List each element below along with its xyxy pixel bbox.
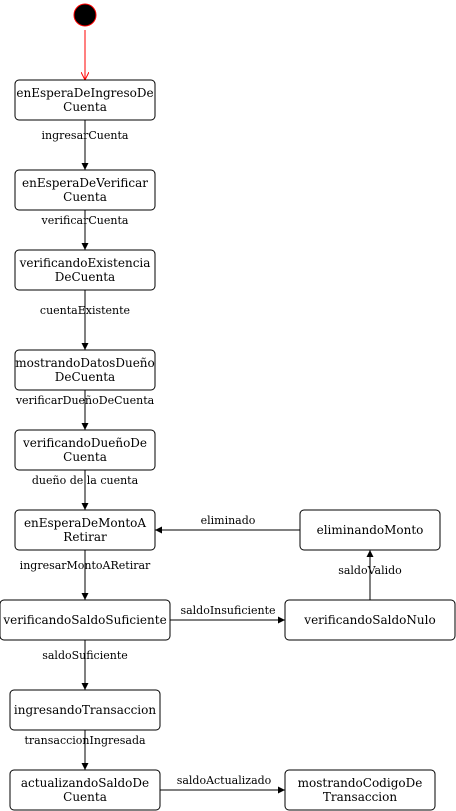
transition-label: ingresarCuenta <box>42 129 129 142</box>
state-box <box>14 429 156 471</box>
state-box <box>284 599 456 641</box>
transition-t4: verificarDueñoDeCuenta <box>15 390 155 430</box>
transition-label: saldoInsuficiente <box>180 604 275 617</box>
state-label: verificandoDueñoDe <box>22 436 147 450</box>
state-label: ingresandoTransaccion <box>14 703 156 717</box>
transition-t3: cuentaExistente <box>40 290 130 350</box>
transition-label: ingresarMontoARetirar <box>20 559 151 572</box>
transition-label: dueño de la cuenta <box>32 474 139 487</box>
state-box <box>9 689 161 731</box>
state-label: DeCuenta <box>55 270 115 284</box>
state-label: Cuenta <box>63 790 107 804</box>
transition-label: verificarCuenta <box>41 214 129 227</box>
transition-t6: eliminado <box>155 514 300 534</box>
state-box <box>9 769 161 811</box>
state-label: actualizandoSaldoDe <box>21 776 149 790</box>
state-label: Cuenta <box>63 100 107 114</box>
state-label: Cuenta <box>63 450 107 464</box>
transition-t11: transaccionIngresada <box>24 730 146 770</box>
transition-t8: saldoInsuficiente <box>170 604 285 624</box>
transition-t10: saldoSuficiente <box>42 640 128 690</box>
state-label: enEsperaDeVerificar <box>22 176 148 190</box>
transition-t2: verificarCuenta <box>41 210 129 250</box>
state-node-s7: eliminandoMonto <box>299 509 441 551</box>
state-box <box>14 349 156 391</box>
state-node-s10: ingresandoTransaccion <box>9 689 161 731</box>
state-box <box>284 769 436 811</box>
transition-t12: saldoActualizado <box>160 774 285 794</box>
state-label: mostrandoDatosDueño <box>15 356 155 370</box>
state-label: enEsperaDeMontoA <box>24 516 146 530</box>
state-label: verificandoSaldoSuficiente <box>2 613 166 627</box>
transition-label: cuentaExistente <box>40 304 130 317</box>
state-box <box>299 509 441 551</box>
state-label: eliminandoMonto <box>317 523 424 537</box>
initial-state-node <box>73 3 97 27</box>
state-node-s9: verificandoSaldoNulo <box>284 599 456 641</box>
state-label: verificandoExistencia <box>19 256 151 270</box>
state-label: Transaccion <box>323 790 397 804</box>
state-box <box>14 169 156 211</box>
state-label: enEsperaDeIngresoDe <box>16 86 153 100</box>
state-label: Retirar <box>63 530 107 544</box>
state-label: verificandoSaldoNulo <box>303 613 435 627</box>
transition-label: verificarDueñoDeCuenta <box>15 394 155 407</box>
transition-t1: ingresarCuenta <box>42 120 129 170</box>
state-label: mostrandoCodigoDe <box>298 776 423 790</box>
transition-label: transaccionIngresada <box>24 734 146 747</box>
state-box <box>14 509 156 551</box>
transition-t5: dueño de la cuenta <box>32 470 139 510</box>
transition-label: eliminado <box>201 514 256 527</box>
transition-t7: ingresarMontoARetirar <box>20 550 151 600</box>
state-box <box>14 249 156 291</box>
state-box <box>0 599 171 641</box>
state-label: DeCuenta <box>55 370 115 384</box>
state-box <box>14 79 156 121</box>
state-label: Cuenta <box>63 190 107 204</box>
transition-t9: saldoValido <box>338 550 402 600</box>
transition-label: saldoActualizado <box>177 774 272 787</box>
transition-label: saldoValido <box>338 564 402 577</box>
transition-label: saldoSuficiente <box>42 649 128 662</box>
state-node-s8: verificandoSaldoSuficiente <box>0 599 171 641</box>
